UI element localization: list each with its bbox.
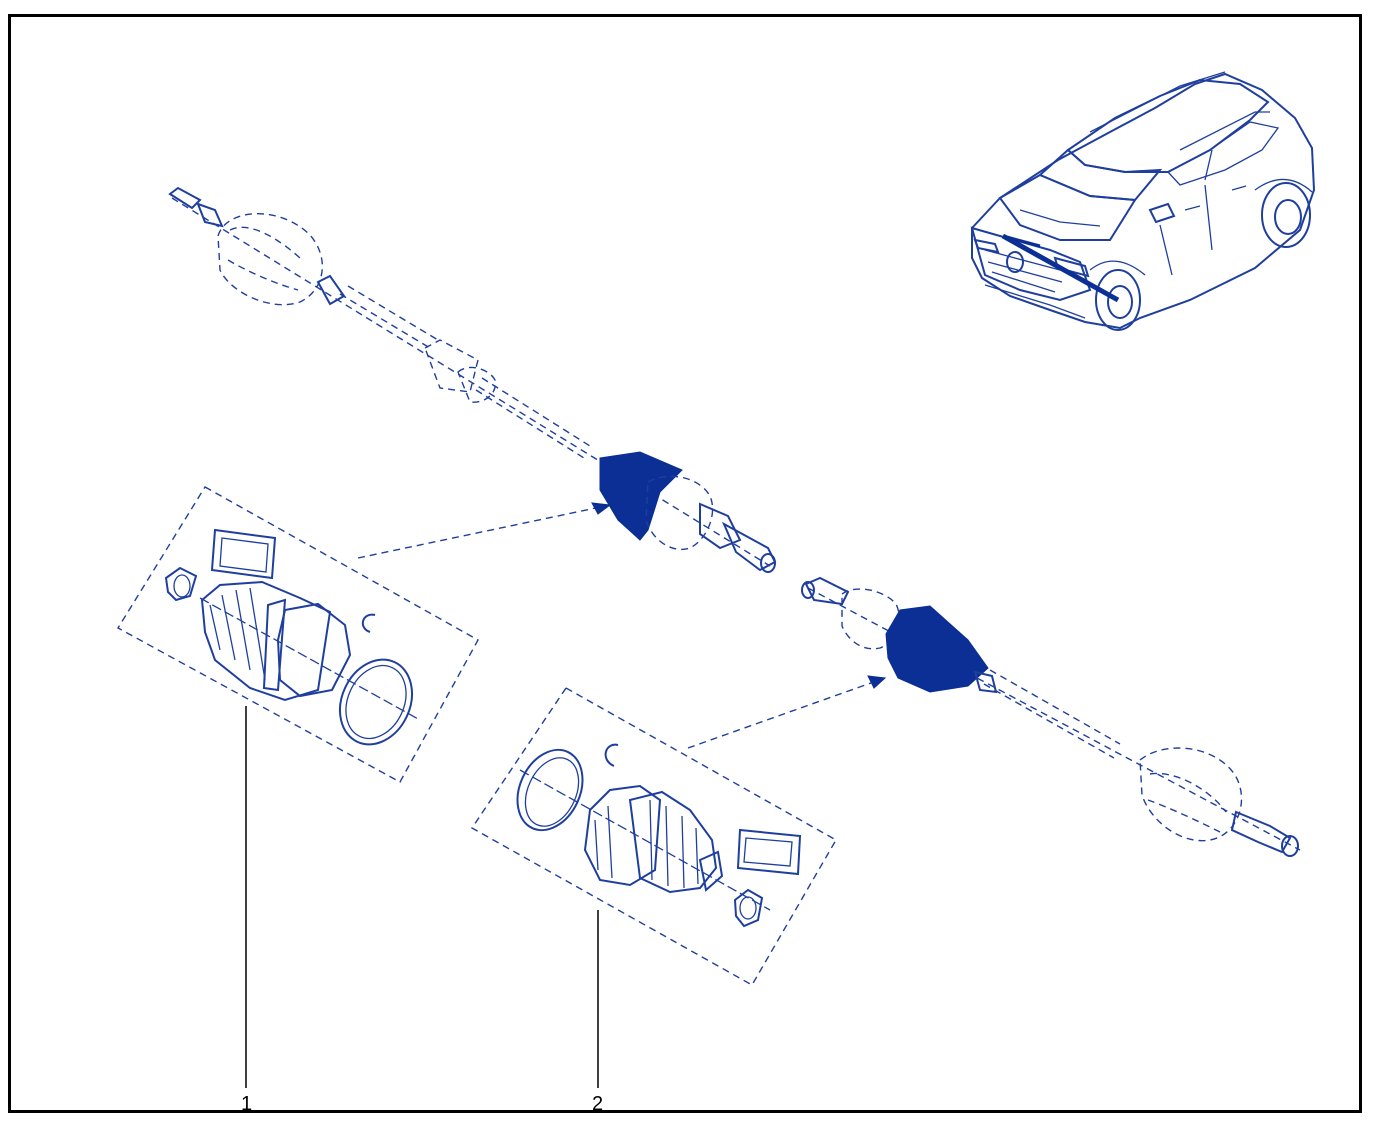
boot-kit-2-icon [470, 675, 887, 986]
callout-label-2: 2 [592, 1093, 603, 1115]
boot-kit-1-icon [117, 486, 612, 783]
vehicle-suv-icon [970, 71, 1316, 331]
callout-label-1: 1 [241, 1093, 252, 1115]
callout-1: 1 [241, 706, 252, 1115]
right-drive-shaft-icon [801, 576, 1301, 857]
left-drive-shaft-icon [168, 186, 777, 573]
callout-2: 2 [592, 910, 603, 1115]
